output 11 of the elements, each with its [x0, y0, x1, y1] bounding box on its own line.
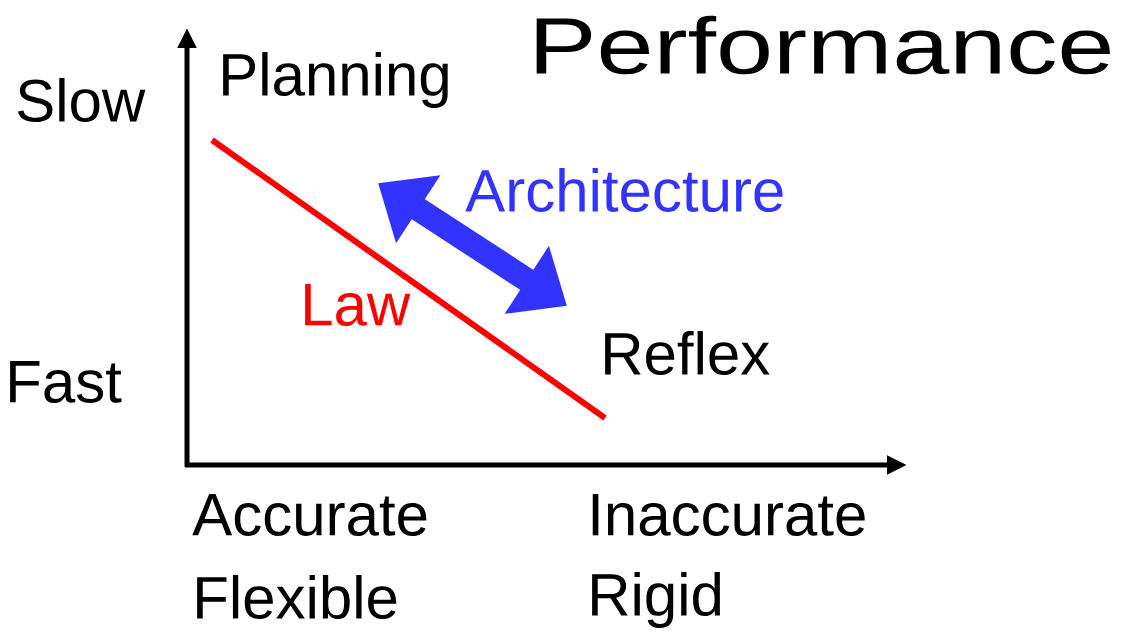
axis-label: Inaccurate	[592, 494, 865, 536]
title: Performance	[536, 15, 1110, 75]
axis-label: Accurate	[192, 494, 427, 536]
axis-label: Reflex	[605, 330, 770, 375]
axis-label: Rigid	[592, 572, 721, 628]
axis-label: Law	[305, 284, 411, 326]
axis-label: Flexible	[197, 574, 397, 619]
axis-label: Fast	[10, 361, 122, 403]
axis-label: Architecture	[465, 167, 783, 212]
axis-label: Slow	[17, 77, 146, 122]
axis-label: Planning	[223, 52, 448, 108]
